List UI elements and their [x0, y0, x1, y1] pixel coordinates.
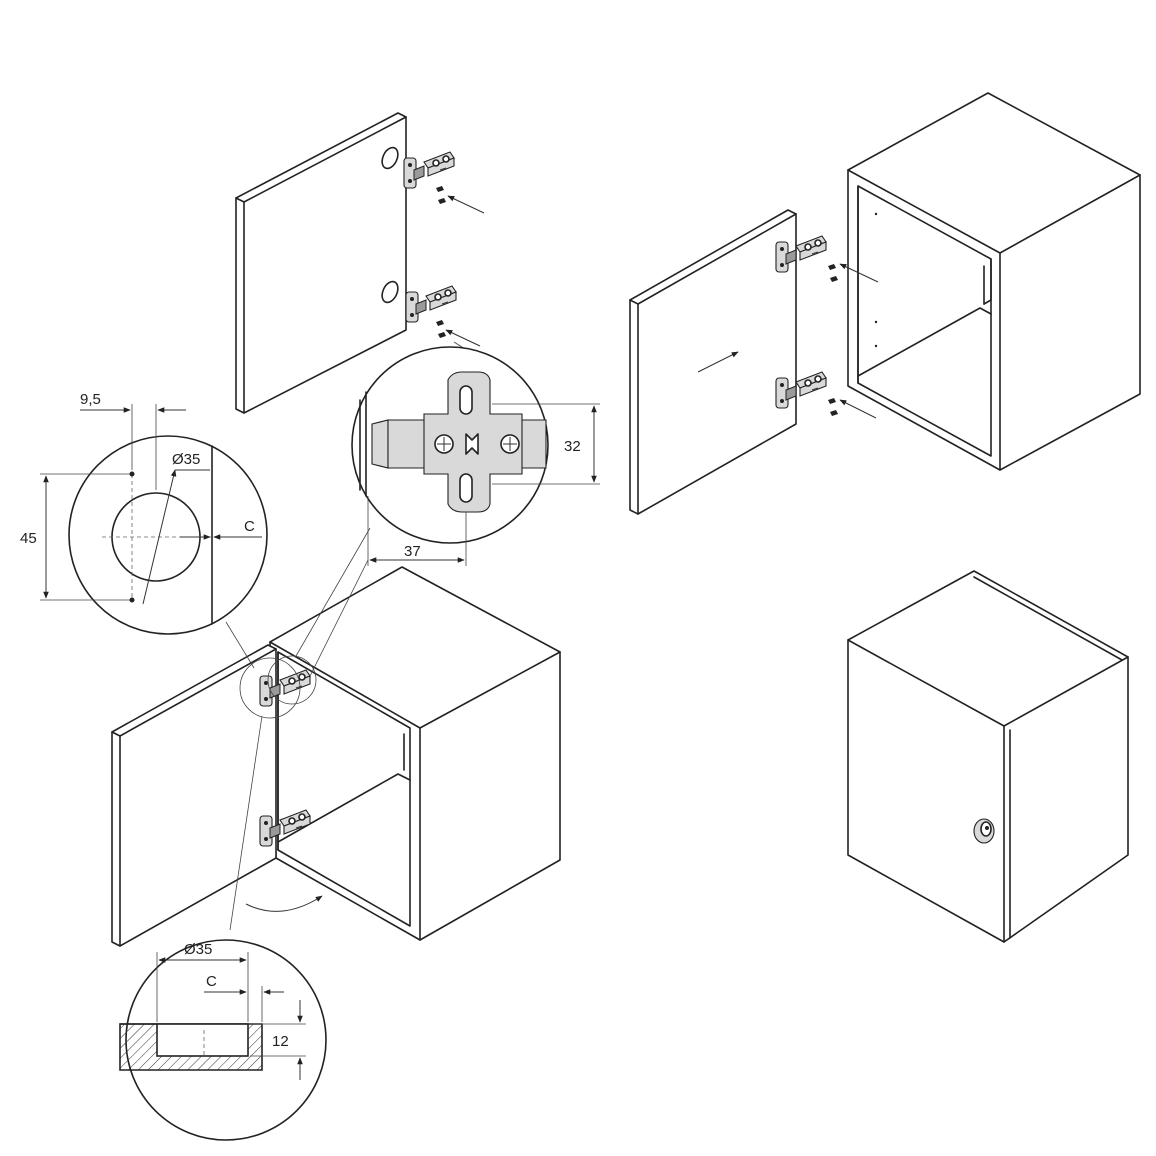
- cup-diameter-label: Ø35: [172, 451, 200, 468]
- offset-label: 9,5: [80, 391, 101, 408]
- cup-depth-label: 12: [272, 1033, 289, 1050]
- mounting-plate-detail: 32 37: [351, 346, 600, 566]
- drill-pattern-detail: 9,5 Ø35 45 C: [20, 391, 268, 635]
- section-edge-label: C: [206, 973, 217, 990]
- cabinet-closed: [847, 570, 1129, 943]
- cup-section-detail: Ø35 C 12: [119, 939, 327, 1141]
- hinge-icon: [405, 285, 457, 323]
- plate-height-label: 32: [564, 438, 581, 455]
- plate-offset-label: 37: [404, 543, 421, 560]
- hole-spacing-label: 45: [20, 530, 37, 547]
- hinge-icon: [403, 151, 455, 189]
- edge-distance-label: C: [244, 518, 255, 535]
- cabinet-exploded: [629, 92, 1141, 515]
- door-with-hinges: [235, 112, 485, 414]
- knob-icon: [973, 818, 995, 844]
- section-diameter-label: Ø35: [184, 941, 212, 958]
- cabinet-open: [111, 566, 561, 947]
